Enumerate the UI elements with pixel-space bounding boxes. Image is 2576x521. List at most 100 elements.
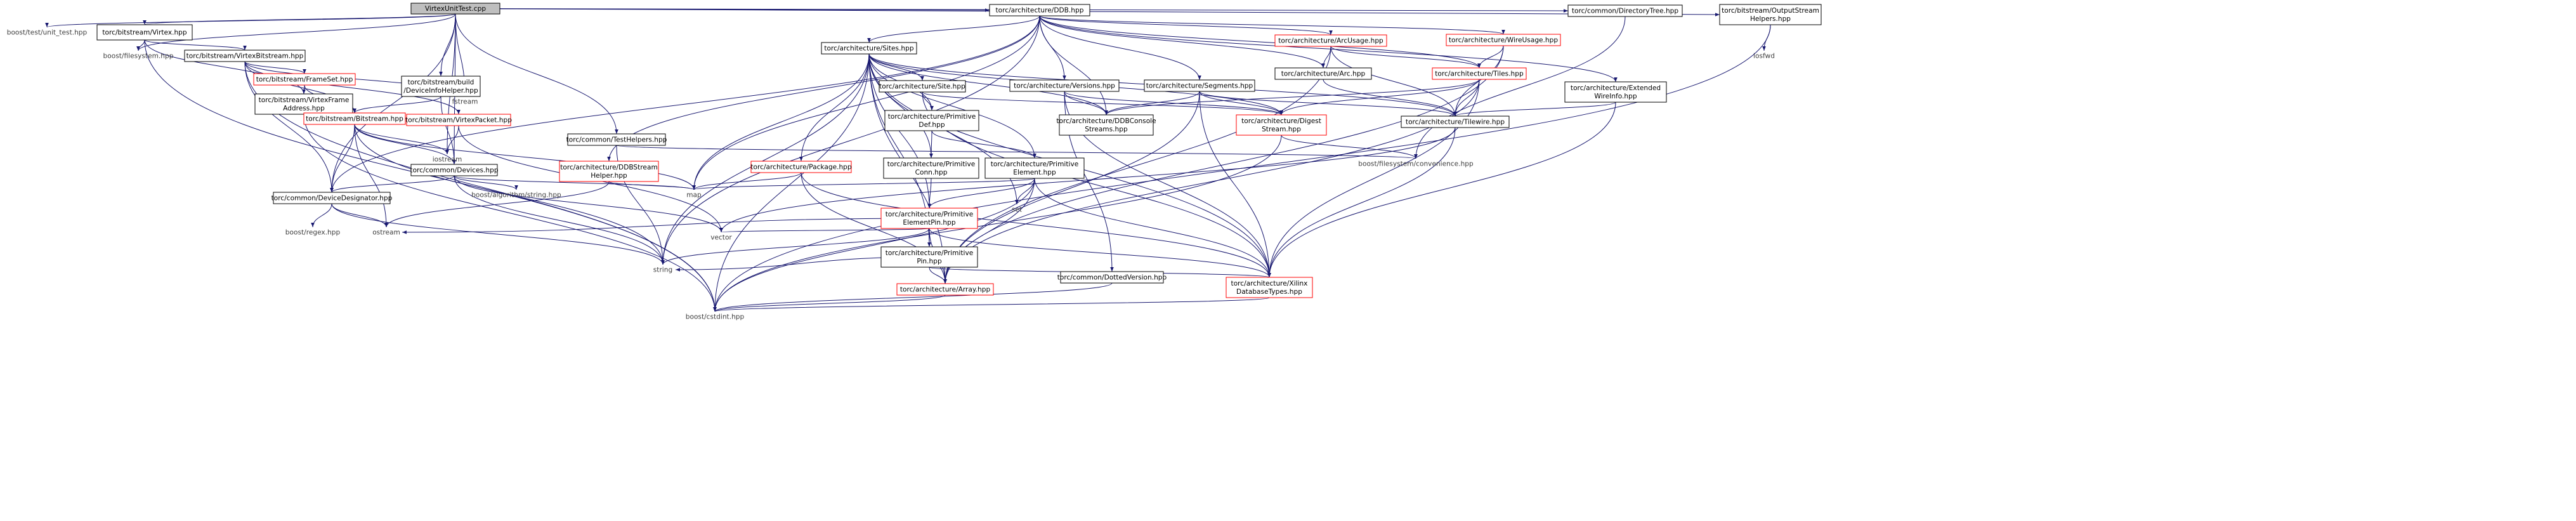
node-a_wireusage[interactable]: torc/architecture/WireUsage.hpp bbox=[1446, 34, 1561, 46]
node-box-a_sites bbox=[821, 42, 917, 55]
node-a_sites[interactable]: torc/architecture/Sites.hpp bbox=[821, 42, 917, 55]
node-label-a_pconn-1: Conn.hpp bbox=[915, 169, 948, 176]
edge-bs_bitstream-to-c_devices bbox=[354, 124, 456, 165]
edge-bs_osh-to-b_cstdint bbox=[713, 24, 1771, 312]
node-label-ostream-0: ostream bbox=[372, 229, 400, 237]
node-bs_build[interactable]: torc/bitstream/build/DeviceInfoHelper.hp… bbox=[401, 76, 481, 97]
edge-a_digest-to-b_fsconv bbox=[1281, 135, 1418, 159]
node-bs_bitstream[interactable]: torc/bitstream/Bitstream.hpp bbox=[303, 112, 406, 125]
node-label-bs_vfa-1: Address.hpp bbox=[283, 105, 325, 112]
node-label-a_wireusage-0: torc/architecture/WireUsage.hpp bbox=[1449, 37, 1558, 44]
node-c_testhelpers[interactable]: torc/common/TestHelpers.hpp bbox=[566, 133, 667, 146]
edge-a_tiles-to-a_tilewire bbox=[1453, 79, 1480, 117]
edge-a_site-to-a_digest bbox=[922, 91, 1283, 115]
edge-a_tiles-to-a_ddbcs bbox=[1104, 79, 1480, 115]
edge-a_ddb-to-a_tiles bbox=[1039, 15, 1481, 69]
node-label-a_digest-0: torc/architecture/Digest bbox=[1241, 117, 1321, 125]
node-label-iostream-0: iostream bbox=[433, 156, 462, 164]
edge-bs_build-to-bs_bitstream bbox=[353, 96, 441, 114]
node-bs_vbit[interactable]: torc/bitstream/VirtexBitstream.hpp bbox=[184, 49, 306, 62]
node-label-a_arcusage-0: torc/architecture/ArcUsage.hpp bbox=[1278, 37, 1383, 45]
node-box-a_arcusage bbox=[1274, 34, 1387, 47]
node-label-a_array-0: torc/architecture/Array.hpp bbox=[900, 286, 991, 294]
node-label-bs_build-1: /DeviceInfoHelper.hpp bbox=[403, 87, 478, 95]
node-label-bs_vbit-0: torc/bitstream/VirtexBitstream.hpp bbox=[186, 53, 304, 60]
edge-a_ddb-to-c_devdes bbox=[330, 15, 1040, 193]
node-a_pelemp[interactable]: torc/architecture/PrimitiveElementPin.hp… bbox=[880, 208, 978, 229]
edge-a_pelem-to-map bbox=[692, 178, 1035, 190]
node-a_site[interactable]: torc/architecture/Site.hpp bbox=[879, 80, 966, 93]
node-box-c_dotted bbox=[1060, 271, 1164, 284]
node-box-bs_build bbox=[401, 76, 481, 97]
node-label-a_pelemp-1: ElementPin.hpp bbox=[903, 219, 955, 227]
node-bs_vpacket[interactable]: torc/bitstream/VirtexPacket.hpp bbox=[405, 114, 512, 126]
node-a_segments[interactable]: torc/architecture/Segments.hpp bbox=[1144, 79, 1255, 92]
node-label-string-0: string bbox=[653, 267, 672, 274]
node-label-bs_vpacket-0: torc/bitstream/VirtexPacket.hpp bbox=[405, 117, 512, 124]
node-box-a_ddbstream bbox=[559, 161, 659, 182]
node-a_arcusage[interactable]: torc/architecture/ArcUsage.hpp bbox=[1274, 34, 1387, 47]
node-a_package[interactable]: torc/architecture/Package.hpp bbox=[750, 161, 852, 173]
node-box-a_site bbox=[879, 80, 966, 93]
node-label-c_devdes-0: torc/common/DeviceDesignator.hpp bbox=[271, 195, 393, 202]
edge-a_pelemp-to-vector bbox=[719, 227, 930, 233]
node-iosfwd: iosfwd bbox=[1753, 53, 1775, 60]
edge-bs_vpacket-to-iostream bbox=[445, 125, 459, 155]
node-label-a_ewi-0: torc/architecture/Extended bbox=[1571, 84, 1661, 92]
edge-bs_bitstream-to-c_devdes bbox=[330, 124, 355, 193]
edge-c_testhelpers-to-b_fsconv bbox=[616, 145, 1417, 159]
edge-bs_vfa-to-b_cstdint bbox=[303, 114, 717, 312]
edge-a_ddbstream-to-ostream bbox=[384, 181, 610, 228]
node-label-iosfwd-0: iosfwd bbox=[1753, 53, 1775, 60]
node-label-b_fsconv-0: boost/filesystem/convenience.hpp bbox=[1358, 161, 1474, 168]
node-bs_frameset[interactable]: torc/bitstream/FrameSet.hpp bbox=[253, 73, 356, 86]
node-a_tilewire[interactable]: torc/architecture/Tilewire.hpp bbox=[1401, 115, 1510, 128]
node-label-a_pdef-1: Def.hpp bbox=[919, 121, 945, 129]
node-a_versions[interactable]: torc/architecture/Versions.hpp bbox=[1009, 79, 1120, 92]
node-string: string bbox=[653, 267, 672, 274]
edge-a_ewi-to-a_xilinx bbox=[1267, 102, 1616, 278]
edge-a_arcusage-to-a_array bbox=[943, 46, 1331, 284]
node-root[interactable]: VirtexUnitTest.cpp bbox=[410, 3, 500, 15]
node-a_arc[interactable]: torc/architecture/Arc.hpp bbox=[1274, 67, 1372, 80]
node-label-c_dirtree-0: torc/common/DirectoryTree.hpp bbox=[1572, 8, 1679, 15]
edge-a_xilinx-to-b_cstdint bbox=[713, 297, 1270, 312]
edge-a_sites-to-a_pelem bbox=[868, 53, 1036, 159]
node-a_tiles[interactable]: torc/architecture/Tiles.hpp bbox=[1432, 67, 1527, 80]
node-a_ddb[interactable]: torc/architecture/DDB.hpp bbox=[989, 4, 1090, 16]
node-bs_virtex[interactable]: torc/bitstream/Virtex.hpp bbox=[96, 24, 193, 41]
edge-bs_bitstream-to-iostream bbox=[354, 124, 449, 155]
edge-a_ppin-to-a_array bbox=[929, 267, 947, 284]
node-label-a_ddb-0: torc/architecture/DDB.hpp bbox=[996, 7, 1084, 15]
node-box-a_pconn bbox=[883, 157, 979, 179]
node-a_array[interactable]: torc/architecture/Array.hpp bbox=[896, 283, 994, 296]
edge-a_sites-to-b_cstdint bbox=[713, 53, 870, 312]
node-label-a_ppin-1: Pin.hpp bbox=[917, 258, 942, 265]
node-c_devdes[interactable]: torc/common/DeviceDesignator.hpp bbox=[271, 192, 393, 204]
edge-a_sites-to-a_site bbox=[868, 53, 924, 81]
node-box-a_xilinx bbox=[1226, 277, 1313, 298]
node-c_devices[interactable]: torc/common/Devices.hpp bbox=[410, 164, 499, 176]
node-label-a_tiles-0: torc/architecture/Tiles.hpp bbox=[1435, 70, 1524, 78]
node-c_dirtree[interactable]: torc/common/DirectoryTree.hpp bbox=[1567, 4, 1683, 17]
node-label-a_xilinx-0: torc/architecture/Xilinx bbox=[1231, 280, 1308, 287]
node-box-a_ewi bbox=[1564, 81, 1667, 103]
node-a_xilinx[interactable]: torc/architecture/XilinxDatabaseTypes.hp… bbox=[1226, 277, 1313, 298]
edge-bs_virtex-to-bs_vbit bbox=[144, 39, 247, 51]
edge-a_pelemp-to-ostream bbox=[402, 218, 930, 234]
node-c_dotted[interactable]: torc/common/DottedVersion.hpp bbox=[1057, 271, 1167, 284]
edge-c_devices-to-c_devdes bbox=[330, 175, 455, 193]
edge-root-to-c_testhelpers bbox=[455, 13, 618, 135]
edge-a_tilewire-to-vector bbox=[719, 127, 1456, 233]
edge-bs_bitstream-to-ostream bbox=[354, 124, 388, 228]
